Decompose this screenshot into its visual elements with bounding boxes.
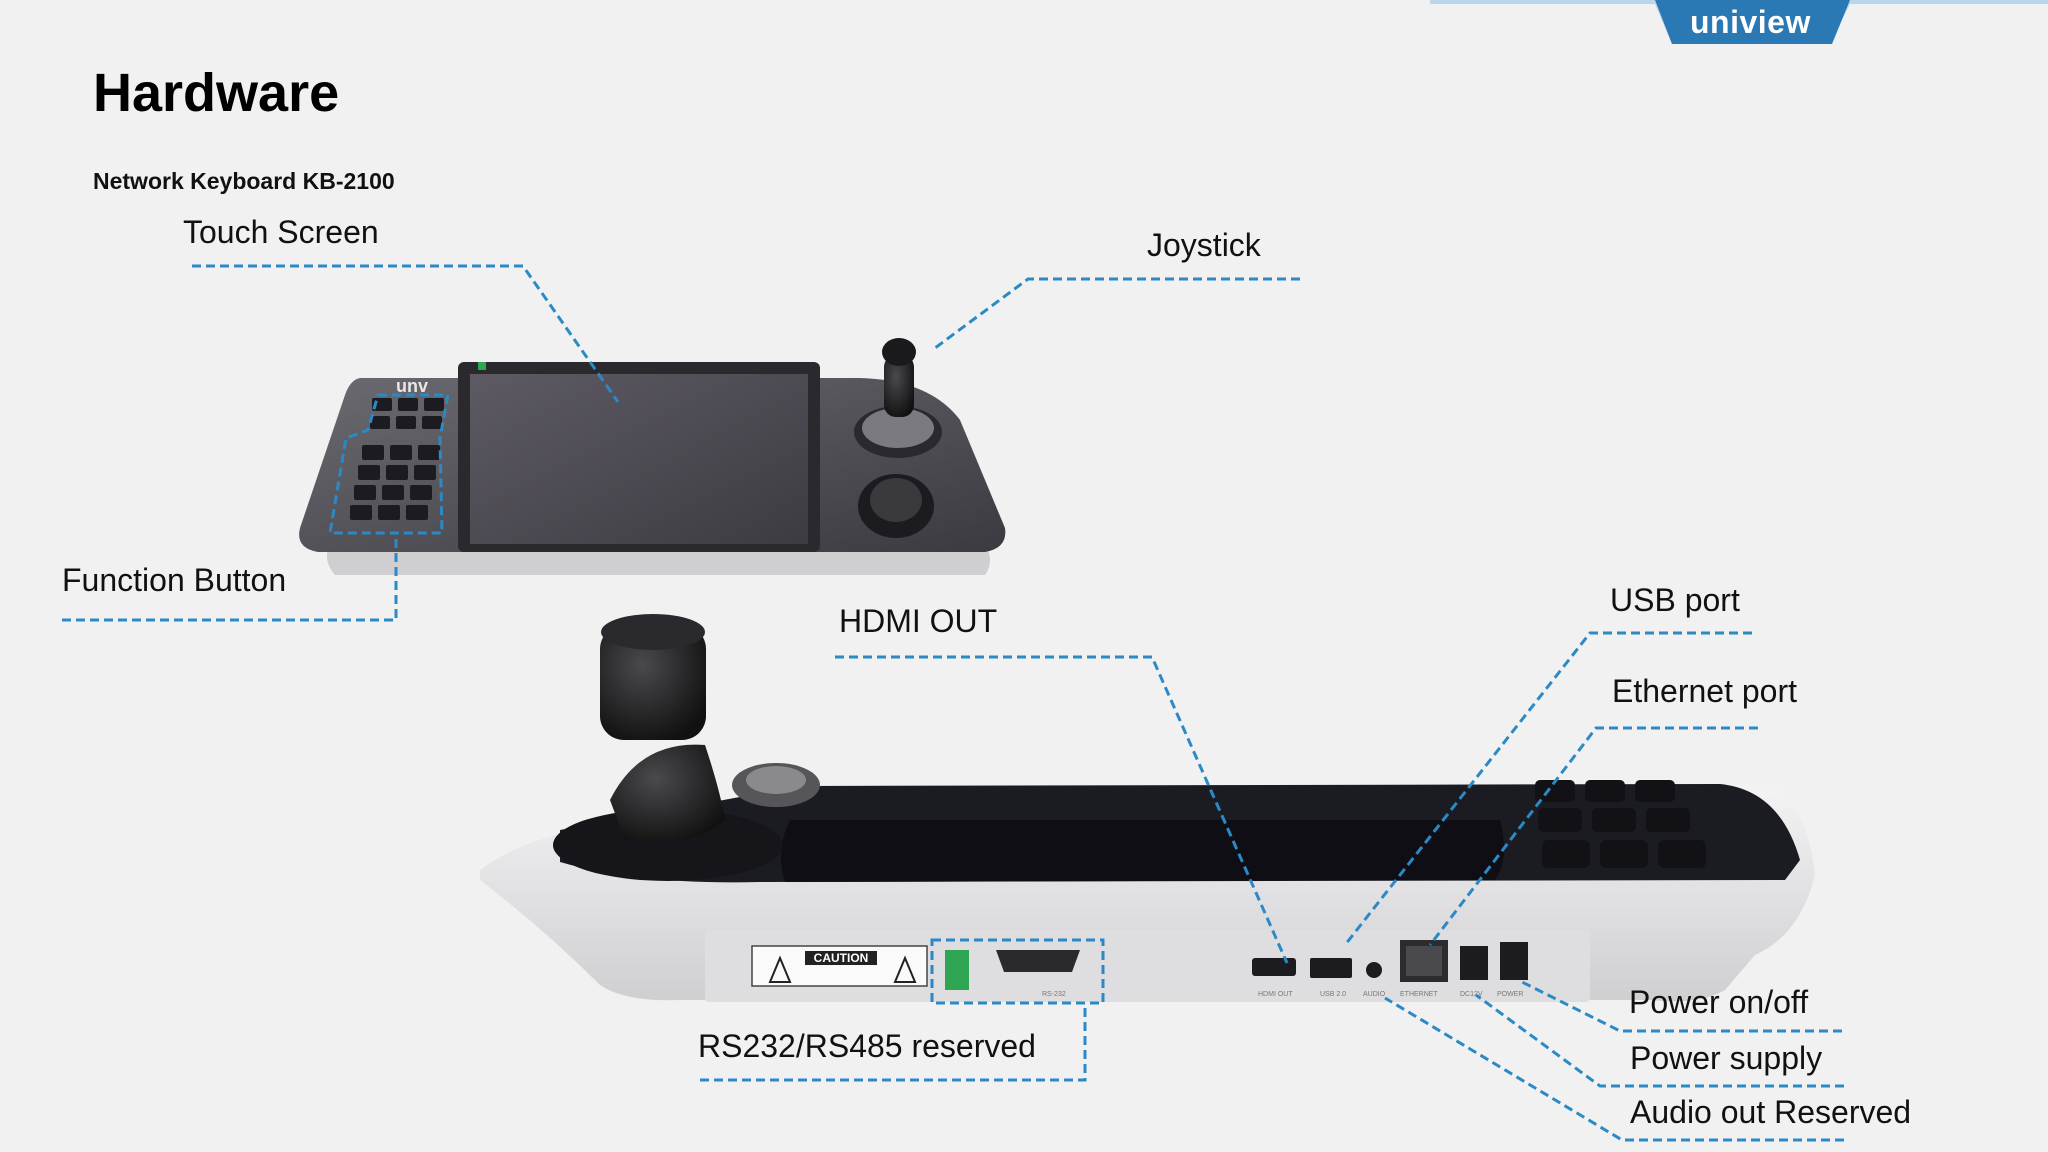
rs232-box: [930, 938, 1105, 1005]
label-hdmi-out: HDMI OUT: [839, 603, 998, 639]
hdmi-caption: HDMI OUT: [1258, 991, 1293, 998]
ethernet-leader: [1428, 726, 1758, 946]
rear-device-image: CAUTION HDMI OUT USB 2.0 AUDI: [480, 614, 1815, 1002]
device-logo: unv: [396, 376, 428, 396]
page-subtitle: Network Keyboard KB-2100: [93, 168, 395, 194]
label-usb-port: USB port: [1610, 582, 1740, 618]
audio-caption: AUDIO: [1363, 991, 1386, 998]
label-joystick: Joystick: [1147, 227, 1261, 263]
usb-leader: [1343, 631, 1752, 946]
label-ethernet-port: Ethernet port: [1612, 673, 1797, 709]
dc-caption: DC12V: [1460, 991, 1483, 998]
label-power-onoff: Power on/off: [1629, 984, 1809, 1020]
label-audio-out: Audio out Reserved: [1630, 1094, 1912, 1130]
usb-caption: USB 2.0: [1320, 991, 1346, 998]
touch-screen-leader: [192, 264, 620, 403]
callout-lines: [62, 264, 1844, 1142]
ethernet-caption: ETHERNET: [1400, 991, 1438, 998]
label-power-supply: Power supply: [1630, 1040, 1823, 1076]
front-device-image: [299, 338, 1006, 575]
label-function-button: Function Button: [62, 562, 287, 598]
rs232-caption: RS-232: [1042, 991, 1066, 998]
power-caption: POWER: [1497, 991, 1523, 998]
joystick-leader: [934, 277, 1300, 350]
rear-keypad: [1535, 780, 1706, 868]
caution-text: CAUTION: [814, 951, 869, 965]
rs232-leader: [700, 1003, 1087, 1082]
logo-banner: [1430, 0, 2048, 44]
function-button-leader: [62, 533, 398, 622]
power-onoff-leader: [1521, 980, 1842, 1033]
rear-port-captions: HDMI OUT USB 2.0 AUDIO ETHERNET DC12V PO…: [1042, 991, 1523, 998]
page-title: Hardware: [93, 63, 340, 123]
audio-out-leader: [1384, 996, 1844, 1142]
hdmi-leader: [835, 655, 1289, 964]
label-rs232-rs485: RS232/RS485 reserved: [698, 1028, 1036, 1064]
uniview-logo: uniview: [1690, 4, 1811, 40]
function-button-box: [328, 393, 450, 535]
power-supply-leader: [1475, 993, 1844, 1088]
front-keypad: [350, 398, 444, 520]
label-touch-screen: Touch Screen: [183, 214, 379, 250]
